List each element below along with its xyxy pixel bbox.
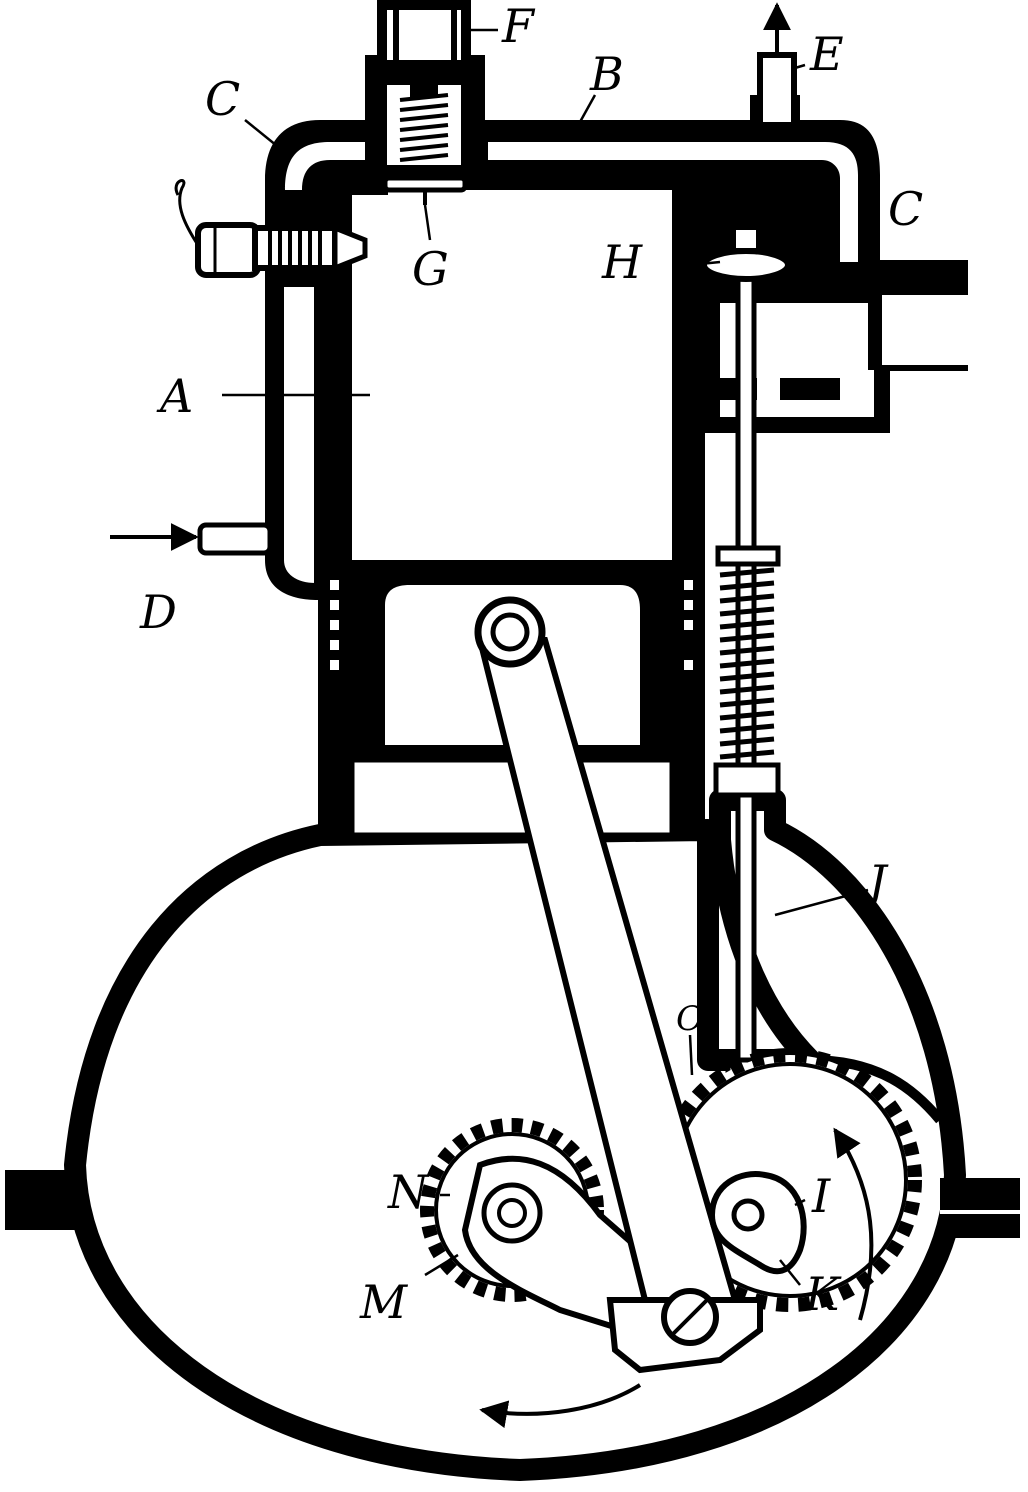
crank-rotation-arrow <box>479 1383 642 1429</box>
left-mounting-lug <box>5 1170 85 1230</box>
label-f: F <box>501 0 536 53</box>
labels: A B C C D E F G H I J K M N O <box>139 0 923 1329</box>
label-h: H <box>601 235 643 289</box>
water-inlet-pipe <box>110 522 273 556</box>
label-d: D <box>139 585 177 639</box>
label-e: E <box>809 27 844 81</box>
label-i: I <box>811 1169 831 1223</box>
connecting-rod <box>474 596 763 1374</box>
inlet-valve-disc <box>382 175 468 193</box>
label-g: G <box>412 242 449 296</box>
priming-cup <box>377 0 471 205</box>
label-m: M <box>359 1275 409 1329</box>
exhaust-cam <box>708 1171 807 1275</box>
valve-spring-collar <box>715 545 781 567</box>
water-outlet-pipe <box>757 52 797 128</box>
valve-spring <box>719 567 775 760</box>
label-c-right: C <box>888 182 923 236</box>
label-o: O <box>676 999 704 1039</box>
igniter-plug <box>174 179 368 278</box>
label-c-left: C <box>205 72 240 126</box>
label-n: N <box>387 1165 430 1219</box>
exhaust-pipe <box>704 260 968 433</box>
cylinder-head <box>265 2 880 560</box>
label-k: K <box>804 1267 842 1321</box>
label-b: B <box>589 47 624 101</box>
right-mounting-lug <box>940 1178 1020 1238</box>
cam-rotation-arrow <box>833 1127 874 1321</box>
label-a: A <box>156 369 193 423</box>
leader-lines <box>222 28 880 1286</box>
